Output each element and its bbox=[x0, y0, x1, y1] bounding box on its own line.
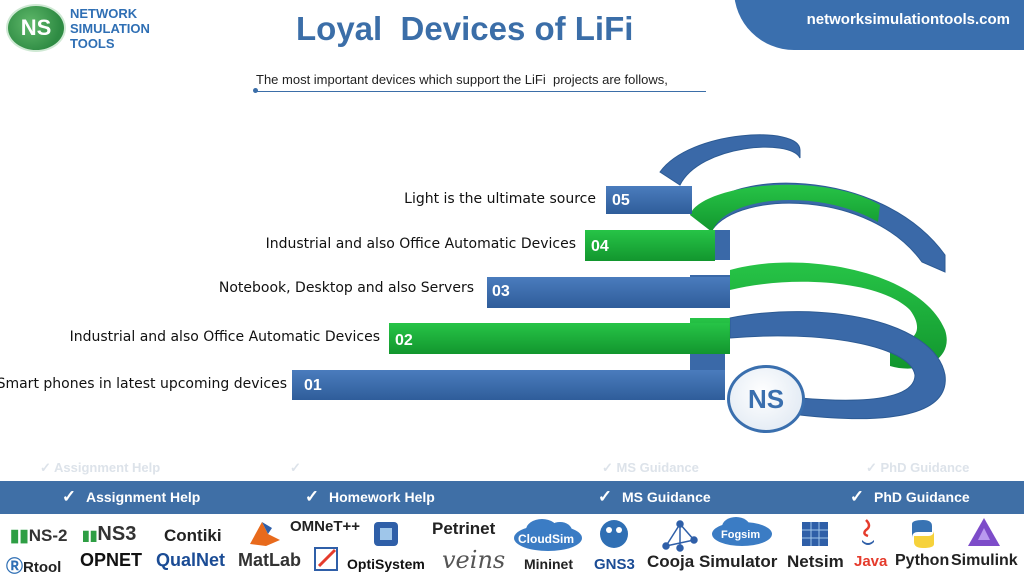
java-icon bbox=[862, 519, 874, 545]
service-phd-guidance[interactable]: ✓ PhD Guidance bbox=[848, 487, 970, 507]
check-icon: ✓ bbox=[304, 487, 320, 506]
bar-01 bbox=[292, 370, 725, 400]
logo: NS NETWORK SIMULATION TOOLS bbox=[6, 4, 150, 52]
site-banner bbox=[734, 0, 1024, 50]
item-label-01: Smart phones in latest upcoming devices bbox=[0, 376, 287, 392]
check-icon: ✓ bbox=[597, 487, 613, 506]
arc-04 bbox=[697, 182, 946, 273]
faded-services-row: ✓ Assignment Help ✓ ✓ MS Guidance ✓ PhD … bbox=[0, 458, 1024, 480]
tool-cooja: Cooja Simulator bbox=[647, 552, 778, 571]
tool-veins: veins bbox=[442, 546, 506, 574]
service-ms-guidance[interactable]: ✓ MS Guidance bbox=[596, 487, 711, 507]
optisystem-pen-icon bbox=[314, 547, 338, 571]
item-label-02: Industrial and also Office Automatic Dev… bbox=[69, 329, 380, 345]
item-label-05: Light is the ultimate source bbox=[404, 191, 596, 207]
faded-service-4: ✓ PhD Guidance bbox=[866, 460, 970, 475]
logo-line-3: TOOLS bbox=[70, 35, 115, 51]
item-number-05: 05 bbox=[612, 192, 630, 209]
gns3-icon bbox=[600, 520, 628, 548]
services-bar: ✓ Assignment Help ✓ Homework Help ✓ MS G… bbox=[0, 481, 1024, 514]
service-homework-help[interactable]: ✓ Homework Help bbox=[303, 487, 435, 507]
service-label: MS Guidance bbox=[622, 489, 711, 505]
tool-matlab: MatLab bbox=[238, 550, 301, 570]
tool-python: Python bbox=[895, 552, 950, 569]
faded-service-2: ✓ bbox=[290, 460, 301, 475]
service-label: Assignment Help bbox=[86, 489, 201, 505]
matlab-icon bbox=[250, 522, 280, 546]
item-number-01: 01 bbox=[304, 377, 322, 394]
tool-rtool: ⓇRtool bbox=[6, 557, 62, 576]
r-icon: Ⓡ bbox=[6, 557, 23, 576]
python-icon bbox=[912, 520, 934, 548]
subtitle-dot bbox=[253, 88, 258, 93]
logo-emblem: NS bbox=[6, 4, 66, 52]
logo-line-2: SIMULATION bbox=[70, 20, 150, 36]
bar-05 bbox=[606, 186, 692, 214]
tool-ns3: ▮▮NS3 bbox=[82, 523, 137, 545]
item-number-03: 03 bbox=[492, 283, 510, 300]
tool-java: Java bbox=[854, 553, 888, 570]
tool-ns2: ▮▮NS-2 bbox=[10, 526, 68, 545]
service-label: PhD Guidance bbox=[874, 489, 970, 505]
tool-mininet: Mininet bbox=[524, 556, 573, 572]
tool-opnet: OPNET bbox=[80, 550, 143, 570]
site-url[interactable]: networksimulationtools.com bbox=[806, 11, 1010, 28]
check-icon: ✓ bbox=[61, 487, 77, 506]
tool-cloudsim: CloudSim bbox=[518, 532, 574, 546]
tool-netsim: Netsim bbox=[787, 552, 844, 571]
arc-05 bbox=[659, 134, 801, 186]
service-assignment-help[interactable]: ✓ Assignment Help bbox=[60, 487, 200, 507]
logo-line-1: NETWORK bbox=[70, 5, 138, 21]
tool-contiki: Contiki bbox=[164, 526, 222, 545]
tool-omnet: OMNeT++ bbox=[290, 518, 361, 535]
fogsim-cloud-icon bbox=[712, 517, 772, 546]
bar-03 bbox=[487, 277, 730, 308]
signal-icon: ▮▮ bbox=[82, 527, 98, 543]
signal-icon: ▮▮ bbox=[10, 526, 29, 545]
network-graph-icon bbox=[662, 520, 698, 552]
logo-text: NETWORK SIMULATION TOOLS bbox=[70, 6, 150, 51]
item-number-02: 02 bbox=[395, 332, 413, 349]
page-subtitle: The most important devices which support… bbox=[256, 72, 706, 92]
cloud-icon bbox=[514, 519, 582, 551]
tool-petrinet: Petrinet bbox=[432, 519, 496, 538]
page-title: Loyal Devices of LiFi bbox=[296, 10, 634, 47]
optisystem-icon bbox=[374, 522, 398, 546]
bar-04 bbox=[585, 230, 715, 261]
tool-gns3: GNS3 bbox=[594, 556, 635, 573]
tool-optisystem: OptiSystem bbox=[347, 556, 425, 572]
item-number-04: 04 bbox=[591, 238, 609, 255]
tool-simulink: Simulink bbox=[951, 552, 1018, 569]
item-label-03: Notebook, Desktop and also Servers bbox=[218, 280, 474, 296]
item-label-04: Industrial and also Office Automatic Dev… bbox=[265, 236, 576, 252]
tools-strip: ▮▮NS-2 ▮▮NS3 Contiki OMNeT++ Petrinet Cl… bbox=[0, 516, 1024, 576]
ns-emblem: NS bbox=[727, 365, 805, 433]
faded-service-1: ✓ Assignment Help bbox=[40, 460, 161, 475]
check-icon: ✓ bbox=[849, 487, 865, 506]
service-label: Homework Help bbox=[329, 489, 435, 505]
tool-qualnet: QualNet bbox=[156, 550, 226, 570]
arc-04-green bbox=[690, 184, 880, 232]
simulink-icon bbox=[968, 518, 1000, 546]
faded-service-3: ✓ MS Guidance bbox=[602, 460, 699, 475]
tool-fogsim: Fogsim bbox=[721, 529, 761, 541]
netsim-icon bbox=[802, 522, 828, 546]
bar-02 bbox=[389, 323, 729, 354]
